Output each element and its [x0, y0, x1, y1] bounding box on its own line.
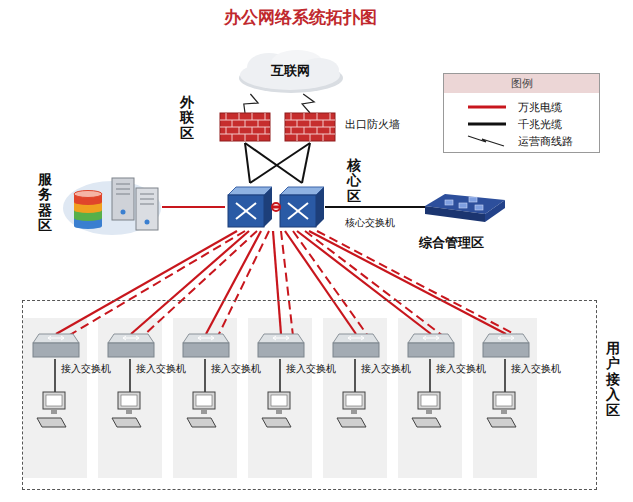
access-zone-box: 用户接入区接入交换机接入交换机接入交换机接入交换机接入交换机接入交换机接入交换机	[22, 300, 597, 490]
pc-terminal	[173, 318, 237, 478]
access-switch: 接入交换机	[258, 334, 304, 360]
node-icon	[258, 334, 304, 360]
core-switch-pair: 核心区核心交换机	[225, 183, 325, 231]
node-label: 接入交换机	[286, 362, 336, 376]
legend-sample	[462, 133, 512, 149]
network-link	[131, 231, 249, 334]
legend-row: 千兆光缆	[444, 116, 599, 132]
network-link	[56, 231, 237, 334]
node-label: 核心交换机	[345, 216, 395, 230]
legend-text: 运营商线路	[518, 134, 573, 149]
pc-terminal	[98, 318, 162, 478]
node-icon	[108, 334, 154, 360]
node-label: 互联网	[235, 62, 345, 80]
pc-terminal	[473, 318, 537, 478]
zone-label: 核心区	[347, 158, 361, 204]
pc-terminal	[248, 318, 312, 478]
network-link	[245, 143, 250, 183]
network-link	[206, 231, 261, 334]
pc-terminal	[398, 318, 462, 478]
legend-text: 千兆光缆	[518, 117, 562, 132]
diagram-title: 办公网络系统拓扑图	[0, 6, 600, 29]
access-switch: 接入交换机	[333, 334, 379, 360]
node-icon	[225, 183, 325, 231]
access-switch: 接入交换机	[183, 334, 229, 360]
pc-terminal	[23, 318, 87, 478]
legend-text: 万兆电缆	[518, 100, 562, 115]
access-switch: 接入交换机	[33, 334, 79, 360]
node-icon	[220, 113, 338, 143]
node-icon	[333, 334, 379, 360]
node-icon	[62, 172, 162, 238]
pc-terminal	[323, 318, 387, 478]
node-label: 接入交换机	[361, 362, 411, 376]
node-label: 出口防火墙	[345, 117, 400, 132]
network-link	[297, 231, 431, 334]
zone-label: 外联区	[180, 95, 194, 141]
access-switch: 接入交换机	[408, 334, 454, 360]
management-zone: 综合管理区	[425, 192, 505, 228]
node-label: 综合管理区	[419, 234, 484, 252]
zone-label: 用户接入区	[606, 341, 620, 418]
carrier-line	[244, 94, 258, 113]
network-link	[325, 206, 425, 208]
node-label: 接入交换机	[511, 362, 561, 376]
legend-row: 万兆电缆	[444, 99, 599, 115]
legend-sample	[462, 99, 512, 115]
internet-cloud: 互联网	[235, 48, 345, 94]
network-link	[273, 231, 281, 334]
network-link	[309, 231, 506, 334]
legend-box: 图例万兆电缆千兆光缆运营商线路	[443, 73, 600, 153]
zone-label: 服务器区	[38, 172, 52, 234]
node-label: 接入交换机	[436, 362, 486, 376]
node-label: 接入交换机	[136, 362, 186, 376]
node-icon	[33, 334, 79, 360]
node-icon	[183, 334, 229, 360]
network-link	[162, 206, 225, 208]
node-label: 接入交换机	[61, 362, 111, 376]
server-zone: 服务器区	[62, 172, 162, 238]
legend-sample	[462, 116, 512, 132]
legend-heading: 图例	[444, 74, 599, 93]
firewall-pair: 外联区出口防火墙	[220, 113, 338, 143]
access-switch: 接入交换机	[108, 334, 154, 360]
access-switch: 接入交换机	[483, 334, 529, 360]
node-label: 接入交换机	[211, 362, 261, 376]
node-icon	[408, 334, 454, 360]
legend-row: 运营商线路	[444, 133, 599, 149]
node-icon	[483, 334, 529, 360]
node-icon	[425, 192, 505, 228]
